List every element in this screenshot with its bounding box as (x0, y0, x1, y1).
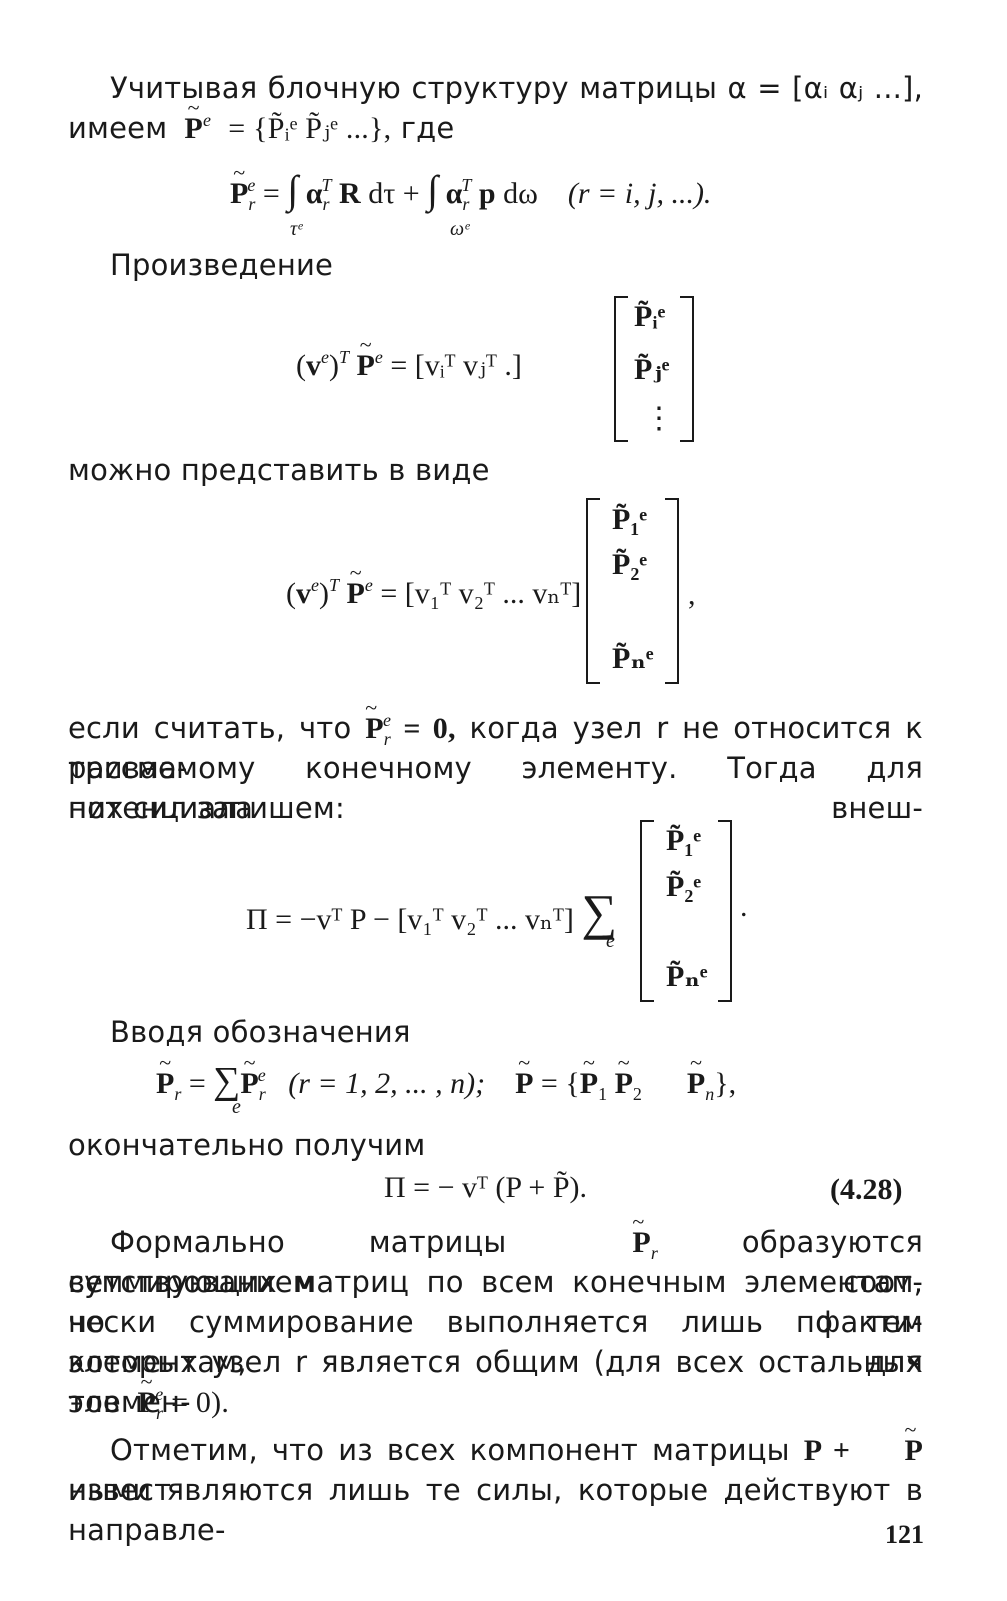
paragraph-line: Произведение (68, 245, 923, 285)
paragraph-line: если считать, что Pre = 0, когда узел r … (68, 697, 923, 788)
column-entry: P̃₁ᵉ (612, 503, 648, 536)
equation-inline: = 0). (171, 1386, 230, 1419)
column-entry: P̃ₙᵉ (666, 960, 708, 993)
column-entry: P̃₂ᵉ (612, 548, 648, 581)
equation-tail: (r = i, j, ...). (567, 177, 712, 210)
paragraph-line: имеем Pe = {P̃ᵢᵉ P̃ⱼᵉ ...}, где (68, 97, 923, 148)
column-entry: P̃ₙᵉ (612, 642, 654, 675)
column-entry: P̃ᵢᵉ (634, 300, 666, 333)
column-entry: P̃₂ᵉ (666, 870, 702, 903)
bracket-right (665, 498, 679, 684)
text-span: чески суммирование выполняется лишь по т… (68, 1305, 923, 1379)
equation-inline: = {P̃ᵢᵉ P̃ⱼᵉ ...}, (228, 112, 392, 145)
sum-index: e (606, 930, 615, 952)
bracket-left (640, 820, 654, 1002)
paragraph-line: ными являются лишь те силы, которые дейс… (68, 1470, 923, 1550)
equation-row: Π = −vᵀ P − [v₁ᵀ v₂ᵀ ... vₙᵀ] (246, 903, 574, 936)
equation-row: = [vᵢᵀ vⱼᵀ .] (390, 349, 522, 382)
text-span: ными являются лишь те силы, которые дейс… (68, 1473, 923, 1547)
text-span: ветствующих матриц по всем конечным элем… (68, 1265, 923, 1339)
text-span: где (400, 111, 455, 145)
paragraph-line: можно представить в виде (68, 450, 923, 490)
paragraph-line: Учитывая блочную структуру матрицы α = [… (68, 68, 923, 108)
equation-range: (r = 1, 2, ... , n); (288, 1067, 486, 1100)
paragraph-line: которых узел r является общим (для всех … (68, 1342, 923, 1422)
text-span: триваемому конечному элементу. Тогда для… (68, 751, 923, 825)
text-span: извест- (68, 1473, 182, 1507)
text-span: которых узел r является общим (для всех … (68, 1345, 923, 1419)
bracket-right (718, 820, 732, 1002)
equation-row: = [v₁ᵀ v₂ᵀ ... vₙᵀ] (380, 577, 582, 610)
text-span: можно представить в виде (68, 453, 490, 487)
text-span: образуются суммированием соот- (68, 1225, 923, 1299)
period: . (740, 890, 748, 923)
column-entry: ⋮ (644, 402, 674, 435)
column-entry: P̃₁ᵉ (666, 824, 702, 857)
paragraph-line: Вводя обозначения (68, 1012, 923, 1052)
text-span: них сил запишем: (68, 791, 345, 825)
text-span: Формально матрицы (110, 1225, 507, 1259)
paragraph-line: Формально матрицы Pr образуются суммиров… (68, 1211, 923, 1302)
sum-index: e (232, 1096, 241, 1118)
equation-product: (ve)T Pe = [vᵢᵀ vⱼᵀ .] (296, 334, 522, 382)
text-span: если считать, что (68, 711, 352, 745)
paragraph-line: тов Pre = 0). (68, 1371, 923, 1422)
equation-inline: = 0, (403, 712, 456, 745)
bracket-left (586, 498, 600, 684)
paragraph-line: ветствующих матриц по всем конечным элем… (68, 1262, 923, 1342)
text-span: Вводя обозначения (110, 1015, 411, 1049)
equation-integral: Pre = ∫ αrT R dτ + ∫ αrT p dω (r = i, j,… (230, 162, 712, 213)
paragraph-line: Отметим, что из всех компонент матрицы P… (68, 1419, 923, 1510)
equation-definition: Pr = ∑Pre (r = 1, 2, ... , n); P = {P1 P… (156, 1052, 736, 1103)
text-span: имеем (68, 111, 168, 145)
equation-number: (4.28) (830, 1173, 903, 1206)
column-entry: P̃ⱼᵉ (634, 353, 670, 386)
page-number: 121 (885, 1520, 924, 1549)
paragraph-line: них сил запишем: (68, 788, 923, 828)
equation-full: (ve)T Pe = [v₁ᵀ v₂ᵀ ... vₙᵀ] (286, 562, 582, 610)
integral-limit: ωᵉ (450, 218, 470, 240)
text-span: Учитывая блочную структуру матрицы α = [… (110, 71, 923, 105)
bracket-right (680, 296, 694, 442)
bracket-left (614, 296, 628, 442)
comma: , (688, 578, 696, 611)
paragraph-line: окончательно получим (68, 1125, 923, 1165)
equation-final: Π = − vᵀ (P + P̃). (384, 1171, 588, 1204)
text-span: окончательно получим (68, 1128, 426, 1162)
paragraph-line: триваемому конечному элементу. Тогда для… (68, 748, 923, 828)
text-span: Отметим, что из всех компонент матрицы (110, 1433, 790, 1467)
integral-limit: τᵉ (290, 218, 303, 240)
equation-potential: Π = −vᵀ P − [v₁ᵀ v₂ᵀ ... vₙᵀ] ∑ (246, 884, 618, 940)
text-span: когда узел r не относится к рассма- (68, 711, 923, 785)
paragraph-line: чески суммирование выполняется лишь по т… (68, 1302, 923, 1382)
text-span: Произведение (110, 248, 334, 282)
text-span: тов (68, 1385, 121, 1419)
